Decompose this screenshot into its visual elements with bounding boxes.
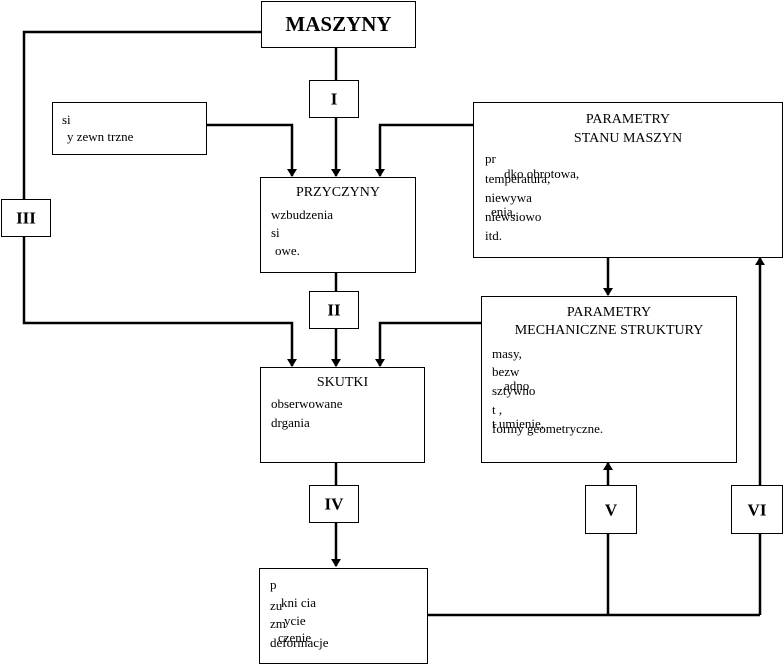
arrow-parametry-stanu-to-przyczyny <box>375 123 473 177</box>
label-vi: VI <box>747 500 767 519</box>
przyczyny-line-1: wzbudzenia <box>271 207 334 222</box>
label-box-vi: VI <box>731 485 783 534</box>
sily-line-2: y zewn trzne <box>67 129 134 144</box>
zniszczenia-box: p kni cia zu ycie zm czenie deformacje <box>259 568 428 664</box>
parametry-stanu-box: PARAMETRY STANU MASZYN pr dko obrotowa, … <box>473 102 783 258</box>
maszyny-box: MASZYNY <box>261 1 416 48</box>
arrow-sily-to-przyczyny <box>207 123 297 177</box>
parametry-mech-title-1: PARAMETRY <box>566 305 652 320</box>
skutki-box: SKUTKI obserwowane drgania <box>260 367 425 463</box>
stanu-line-2: dko obrotowa, <box>504 166 580 181</box>
sily-zewnetrzne-box: si y zewn trzne <box>52 102 207 155</box>
line-maszyny-to-iii <box>22 30 261 199</box>
zniszczenia-line-1: p <box>270 577 277 592</box>
label-box-ii: II <box>309 291 359 329</box>
label-box-iii: III <box>1 199 51 237</box>
sily-line-1: si <box>62 112 71 127</box>
skutki-title: SKUTKI <box>316 375 369 390</box>
skutki-line-1: obserwowane <box>271 396 343 411</box>
mech-line-7: formy geometryczne. <box>492 421 604 436</box>
mech-line-2: bezw <box>492 364 520 379</box>
stanu-line-1: pr <box>485 151 496 166</box>
parametry-stanu-title-2: STANU MASZYN <box>573 131 683 146</box>
skutki-line-2: drgania <box>271 415 310 430</box>
label-ii: II <box>327 300 341 320</box>
label-box-v: V <box>585 485 637 534</box>
przyczyny-title: PRZYCZYNY <box>295 185 380 200</box>
mech-line-3: adno <box>504 378 530 393</box>
stanu-line-3: temperatura, <box>485 171 551 186</box>
label-iii: III <box>16 208 36 228</box>
parametry-mech-box: PARAMETRY MECHANICZNE STRUKTURY masy, be… <box>481 296 737 463</box>
parametry-stanu-title-1: PARAMETRY <box>585 112 671 127</box>
arrow-parametry-mech-to-skutki <box>375 321 481 367</box>
label-box-iv: IV <box>309 485 359 523</box>
zniszczenia-line-7: deformacje <box>270 635 329 650</box>
przyczyny-line-2: si <box>271 225 280 240</box>
mech-line-6: t umienie, <box>492 416 544 431</box>
zniszczenia-line-6: czenie <box>278 630 312 645</box>
label-box-i: I <box>309 80 359 118</box>
arrow-iii-to-skutki <box>22 237 297 367</box>
maszyny-title: MASZYNY <box>285 12 392 36</box>
stanu-line-7: itd. <box>485 228 502 243</box>
label-i: I <box>330 89 338 109</box>
label-v: V <box>604 500 618 519</box>
zniszczenia-line-3: zu <box>270 598 283 613</box>
zniszczenia-line-5: zm <box>270 616 286 631</box>
zniszczenia-line-2: kni cia <box>281 595 317 610</box>
zniszczenia-line-4: ycie <box>284 613 306 628</box>
przyczyny-box: PRZYCZYNY wzbudzenia si owe. <box>260 177 416 273</box>
mech-line-5: t , <box>492 402 503 417</box>
stanu-line-4: niewywa <box>485 190 532 205</box>
mech-line-4: sztywno <box>492 383 536 398</box>
mech-line-1: masy, <box>492 346 522 361</box>
stanu-line-6: niewsiowo <box>485 209 542 224</box>
przyczyny-line-3: owe. <box>275 243 300 258</box>
parametry-mech-title-2: MECHANICZNE STRUKTURY <box>514 323 704 338</box>
label-iv: IV <box>324 494 344 514</box>
stanu-line-5: enia, <box>491 204 516 219</box>
